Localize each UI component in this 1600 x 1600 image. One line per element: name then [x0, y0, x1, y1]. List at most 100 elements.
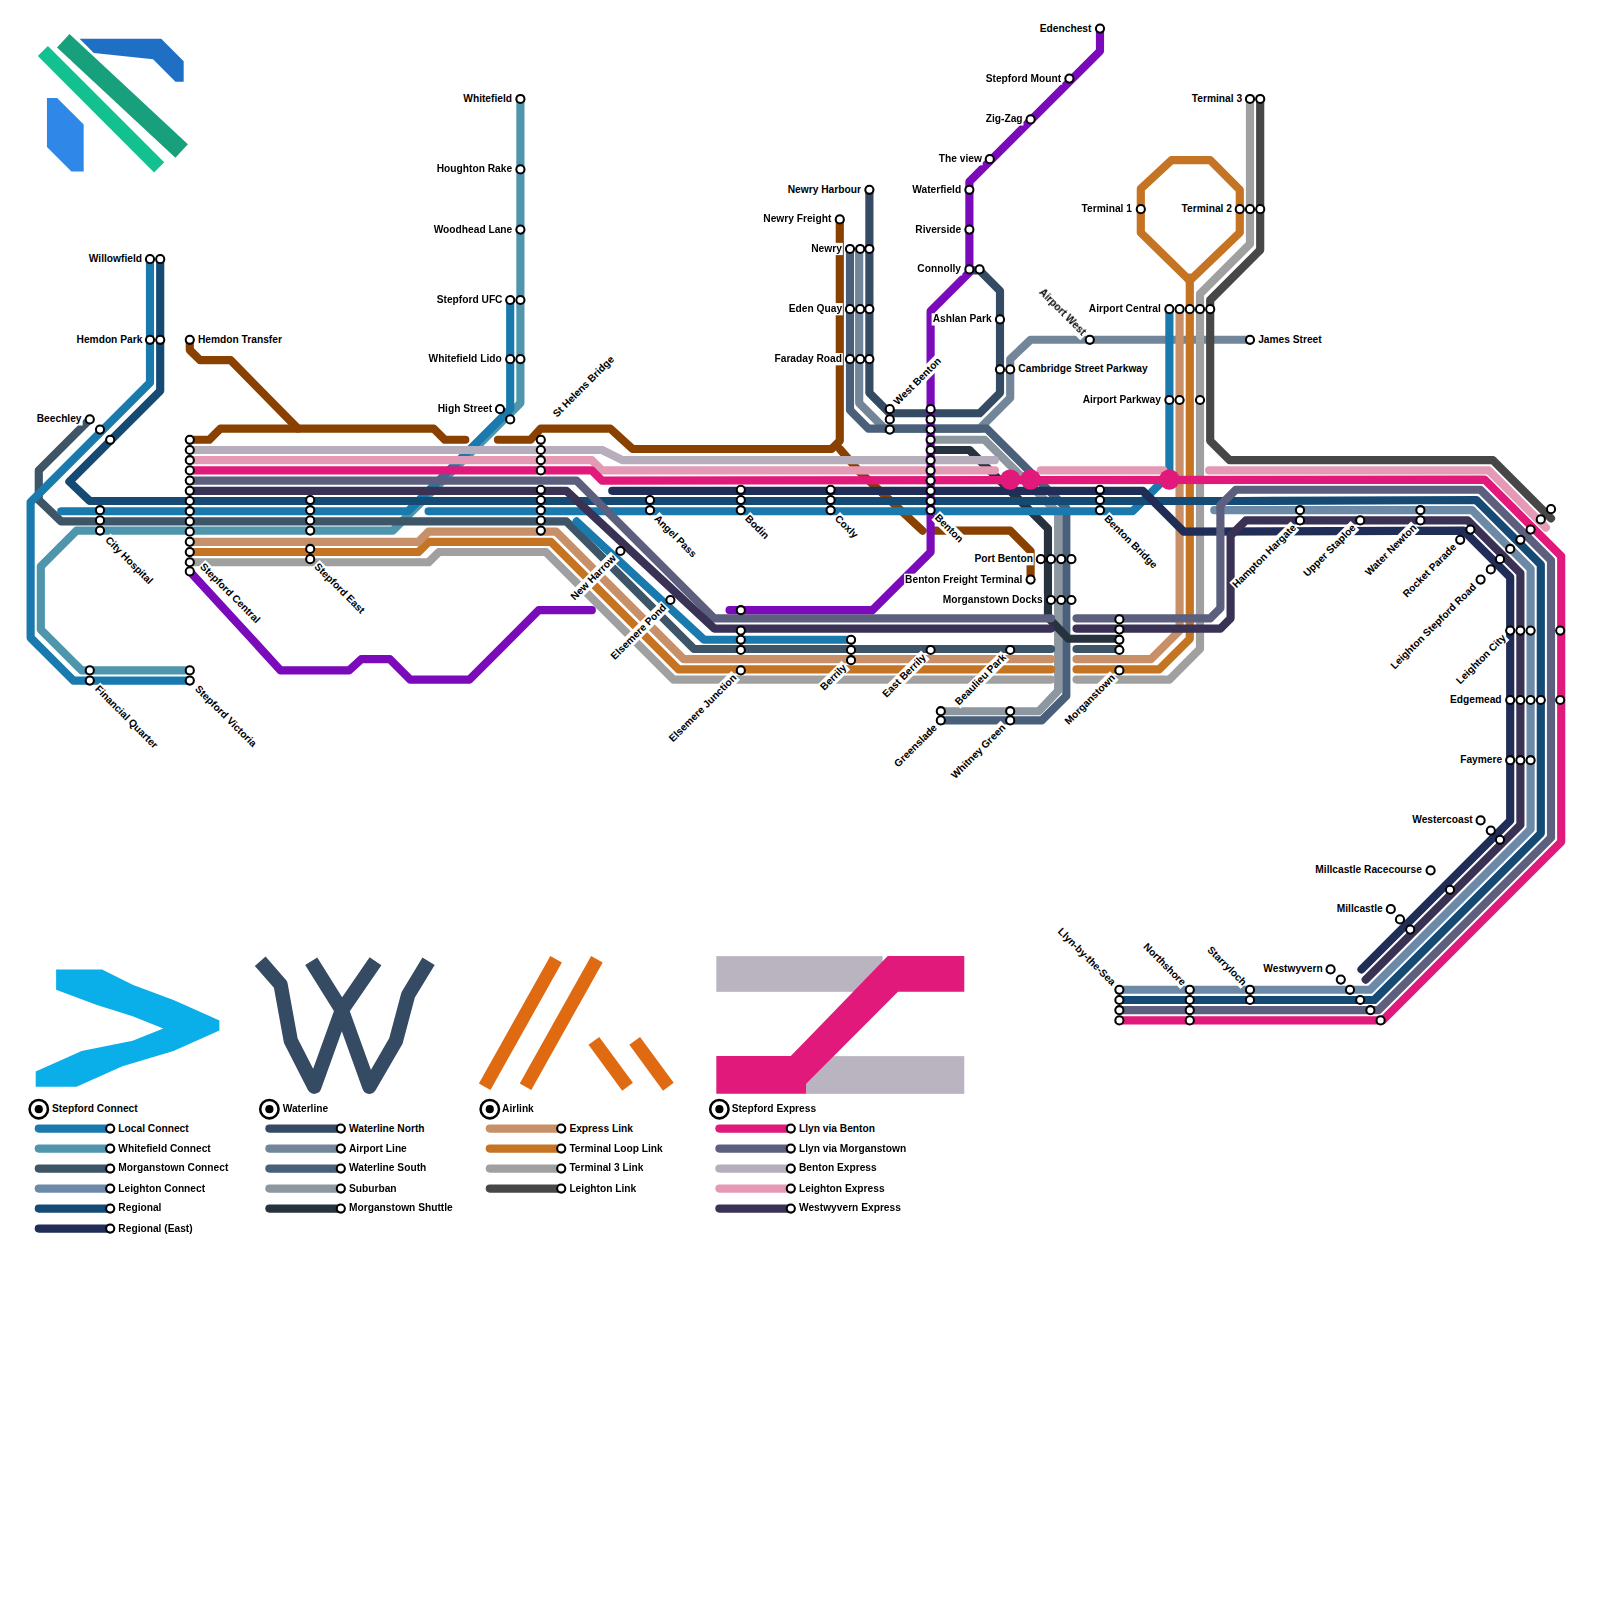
station-name: Waterfield: [911, 184, 962, 196]
station-dot: [516, 296, 524, 304]
legend-dot: [787, 1204, 795, 1212]
station-dot: [1006, 716, 1014, 724]
station-name: Woodhead Lane: [433, 223, 514, 235]
station-dot: [1115, 996, 1123, 1004]
station-dot: [836, 215, 844, 223]
legend-text: Waterline South: [348, 1162, 427, 1174]
station-dot: [1496, 836, 1504, 844]
station-dot: [1377, 1016, 1385, 1024]
station-dot: [186, 477, 194, 485]
express-icon: [716, 956, 964, 1094]
interchange-marker: [1000, 469, 1020, 489]
station-dot: [737, 486, 745, 494]
station-dot: [1065, 74, 1073, 82]
station-dot: [1057, 555, 1065, 563]
legend-text: Morganstown Connect: [117, 1162, 229, 1174]
station-dot: [1296, 506, 1304, 514]
station-dot: [1186, 986, 1194, 994]
legend-swatch: [39, 1144, 110, 1152]
station-dot: [1165, 305, 1173, 313]
station-dot: [965, 265, 973, 273]
station-dot: [1416, 516, 1424, 524]
station-dot: [986, 155, 994, 163]
station-dot: [847, 636, 855, 644]
station-dot: [1506, 756, 1514, 764]
legend-dot: [337, 1204, 345, 1212]
legend-swatch: [490, 1144, 561, 1152]
station-dot: [1516, 536, 1524, 544]
station-name: Coxly: [831, 512, 861, 542]
station-name: Edgemead: [1449, 694, 1503, 706]
station-name: Morganstown Docks: [942, 594, 1044, 606]
legend-text: Suburban: [348, 1182, 398, 1194]
station-dot: [886, 405, 894, 413]
station-name: Hemdon Park: [76, 334, 144, 346]
station-dot: [86, 415, 94, 423]
legend-dot: [337, 1184, 345, 1192]
station-dot: [1246, 205, 1254, 213]
station-name: Stepford UFC: [436, 294, 504, 306]
station-name: Airport Central: [1088, 303, 1162, 315]
station-name: Ashlan Park: [932, 313, 993, 325]
legend-heading: Waterline: [282, 1103, 330, 1115]
station-dot: [1477, 576, 1485, 584]
station-dot: [996, 315, 1004, 323]
station-dot: [1496, 555, 1504, 563]
legend-swatch: [39, 1124, 110, 1132]
heading-target: [30, 1100, 729, 1118]
interchange-marker: [1020, 469, 1040, 489]
station-dot: [1047, 596, 1055, 604]
station-dot: [737, 506, 745, 514]
logo-shape: [47, 98, 84, 171]
station-dot: [156, 336, 164, 344]
station-dot: [1487, 827, 1495, 835]
legend-text: Regional: [117, 1202, 162, 1214]
legend-text: Express Link: [568, 1122, 634, 1134]
station-dot: [186, 487, 194, 495]
route-line: [190, 340, 466, 440]
station-name: Millcastle Racecourse: [1314, 864, 1423, 876]
route-line: [69, 259, 1540, 1000]
airlink-icon: [526, 959, 597, 1087]
station-name: Stepford Mount: [985, 72, 1062, 84]
station-name: Newry Freight: [762, 213, 832, 225]
station-dot: [1556, 627, 1564, 635]
station-dot: [1037, 555, 1045, 563]
legend-dot: [787, 1144, 795, 1152]
station-name: Whitefield: [462, 93, 513, 105]
station-dot: [537, 506, 545, 514]
station-name: City Hospital: [102, 533, 156, 587]
station-dot: [1516, 627, 1524, 635]
station-dot: [1337, 976, 1345, 984]
station-dot: [156, 255, 164, 263]
station-dot: [306, 506, 314, 514]
legend-text: Airport Line: [348, 1142, 408, 1154]
station-dot: [1516, 756, 1524, 764]
station-dot: [1256, 95, 1264, 103]
station-dot: [927, 415, 935, 423]
station-dot: [1416, 506, 1424, 514]
station-dot: [847, 646, 855, 654]
station-name: Northshore: [1140, 940, 1189, 989]
station-dot: [976, 265, 984, 273]
legend-dot: [787, 1184, 795, 1192]
legend-swatch: [269, 1204, 340, 1212]
route-line: [730, 29, 1100, 611]
station-name: Beechley: [36, 413, 83, 425]
station-name: Stepford Victoria: [192, 682, 260, 750]
station-dot: [537, 436, 545, 444]
heading-target: [35, 1105, 43, 1113]
station-dot: [846, 355, 854, 363]
legend-dot: [557, 1144, 565, 1152]
station-dot: [496, 405, 504, 413]
station-dot: [186, 567, 194, 575]
legend-dot: [557, 1164, 565, 1172]
station-dot: [1006, 365, 1014, 373]
legend-dot: [106, 1144, 114, 1152]
station-name: Leighton City: [1453, 631, 1509, 687]
express-icon: [806, 1056, 964, 1094]
station-dot: [646, 496, 654, 504]
station-dot: [1516, 696, 1524, 704]
station-name: Hemdon Transfer: [197, 334, 283, 346]
